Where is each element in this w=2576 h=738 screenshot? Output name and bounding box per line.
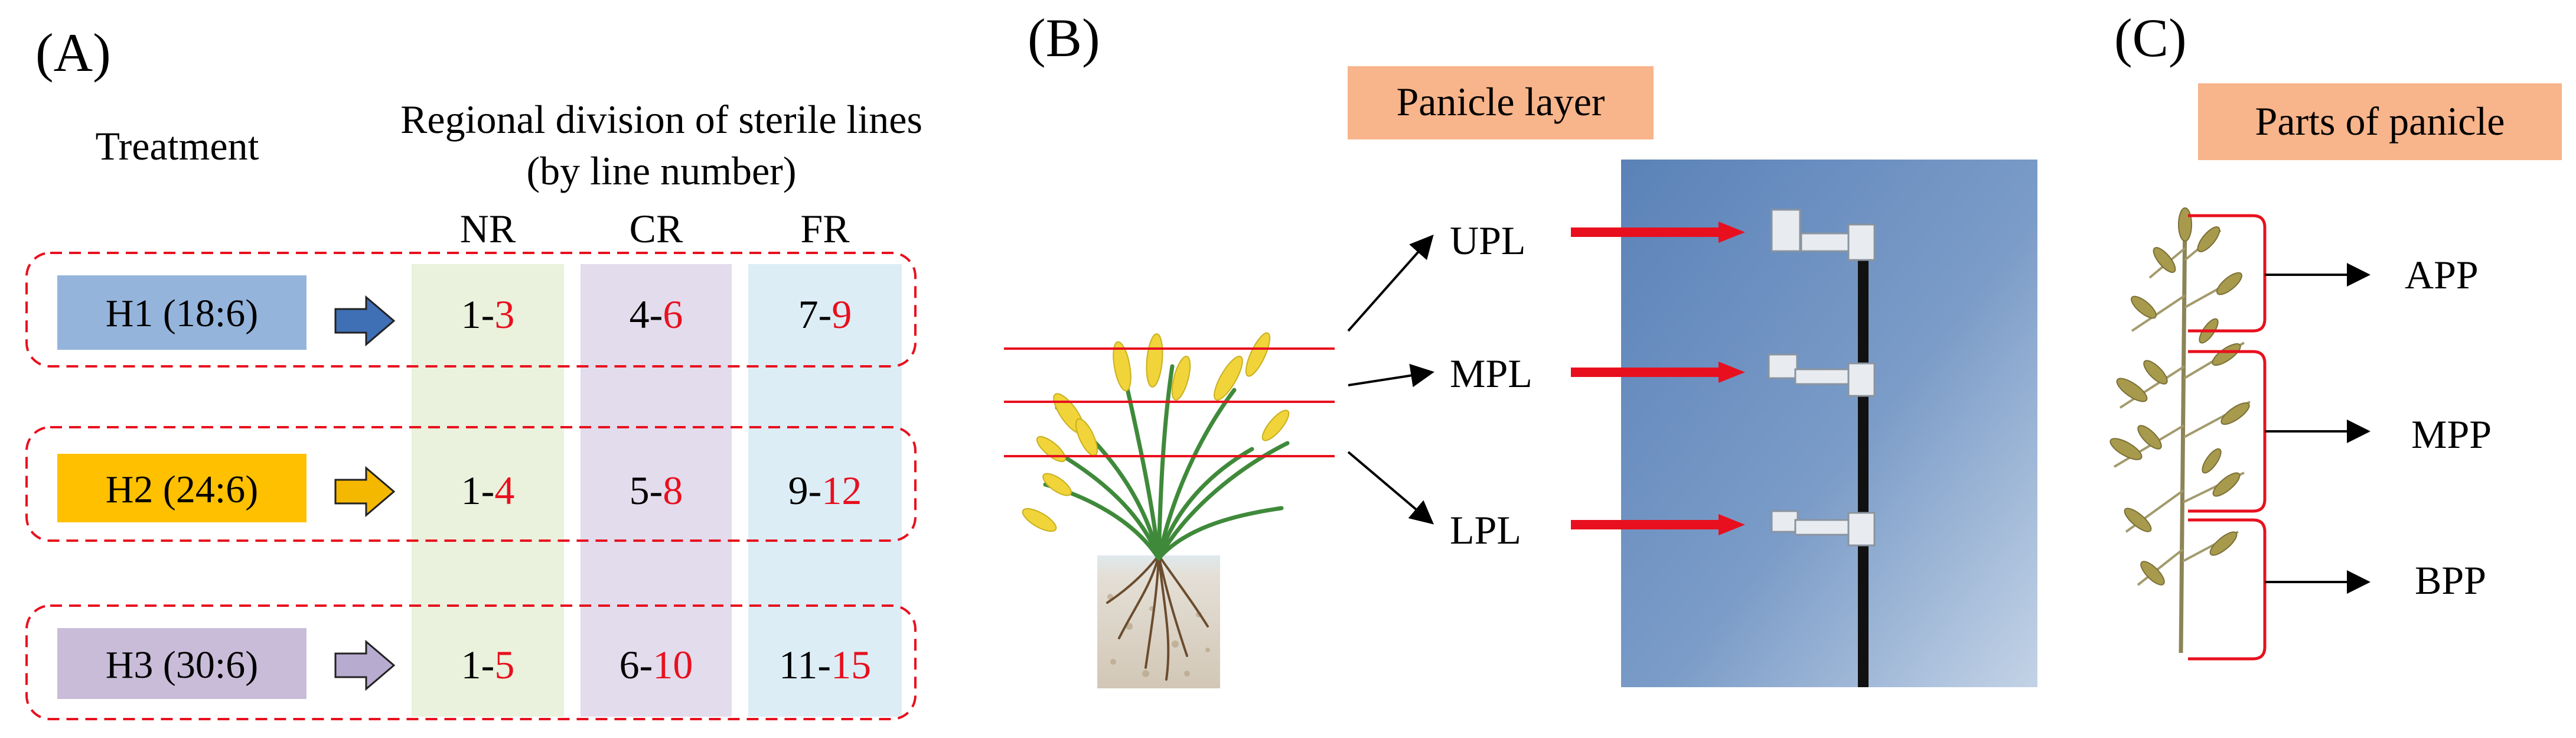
layer-label-mpl: MPL (1450, 351, 1532, 396)
treatment-box-h1 (57, 275, 306, 350)
rice-plant-illustration (1022, 332, 1290, 688)
cell-h3-nr: 1-5 (461, 642, 515, 687)
cell-h2-nr: 1-4 (461, 468, 515, 513)
cell-h3-cr: 6-10 (619, 642, 693, 687)
treatment-header: Treatment (95, 123, 259, 168)
table-row: H2 (24:6) 1-4 5-8 9-12 (57, 454, 862, 522)
column-bg-cr (581, 264, 732, 717)
arrow-to-lpl-icon (1347, 451, 1434, 525)
arrow-to-mpl-icon (1348, 363, 1434, 388)
panel-c: (C) Parts of panicle (2109, 8, 2562, 661)
treatment-label-h1: H1 (18:6) (106, 292, 258, 335)
row-frame-h3 (25, 604, 917, 720)
table-row: H1 (18:6) 1-3 4-6 7-9 (57, 275, 852, 350)
layer-label-lpl: LPL (1450, 508, 1521, 552)
cell-h1-nr: 1-3 (461, 292, 515, 337)
row-frame-h1 (25, 252, 917, 368)
table-row: H3 (30:6) 1-5 6-10 11-15 (57, 628, 871, 699)
cell-h2-cr: 5-8 (630, 468, 683, 513)
column-bg-fr (748, 264, 902, 717)
panel-b-letter: (B) (1028, 8, 1100, 68)
sampler-pole-photo (1621, 160, 2037, 687)
column-bg-nr (412, 264, 564, 717)
layer-label-upl: UPL (1450, 218, 1525, 263)
column-header-cr: CR (630, 206, 683, 251)
treatment-label-h3: H3 (30:6) (106, 643, 258, 687)
panicle-layer-title-box (1348, 66, 1654, 139)
column-header-nr: NR (460, 206, 516, 251)
treatment-box-h2 (57, 454, 306, 522)
red-arrows (1571, 222, 1745, 535)
bracket-bpp (2188, 518, 2267, 661)
region-header-line1: Regional division of sterile lines (400, 97, 922, 142)
arrow-right-icon (334, 466, 396, 518)
cell-h1-fr: 7-9 (798, 292, 852, 337)
bracket-app (2188, 214, 2267, 333)
treatment-label-h2: H2 (24:6) (106, 468, 258, 511)
panel-c-letter: (C) (2114, 8, 2187, 68)
cell-h3-fr: 11-15 (779, 642, 871, 687)
panel-b: (B) Panicle layer (1004, 8, 2037, 688)
part-label-bpp: BPP (2415, 558, 2486, 603)
panel-a: (A) Treatment Regional division of steri… (25, 22, 922, 720)
row-frame-h2 (25, 426, 917, 542)
parts-of-panicle-title-box (2198, 83, 2562, 160)
column-header-fr: FR (800, 206, 850, 251)
region-header-line2: (by line number) (527, 148, 797, 193)
arrow-right-icon (334, 639, 396, 691)
parts-of-panicle-title: Parts of panicle (2255, 99, 2505, 144)
panicle-layer-title: Panicle layer (1396, 79, 1605, 124)
treatment-box-h3 (57, 628, 306, 699)
arrow-right-icon (334, 295, 396, 347)
panel-a-letter: (A) (35, 22, 111, 83)
arrow-to-upl-icon (1347, 235, 1434, 332)
part-label-app: APP (2405, 252, 2479, 297)
panicle-illustration (2109, 207, 2251, 654)
cell-h2-fr: 9-12 (788, 468, 862, 513)
cell-h1-cr: 4-6 (630, 292, 683, 337)
part-label-mpp: MPP (2411, 412, 2492, 457)
